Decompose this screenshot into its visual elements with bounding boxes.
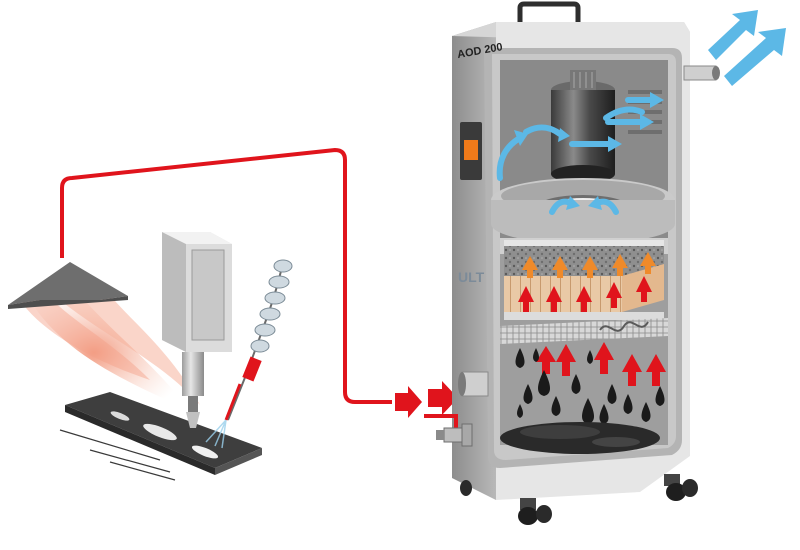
outlet-pipe bbox=[683, 65, 717, 81]
filter-stage-mesh bbox=[500, 318, 668, 344]
oil-droplets bbox=[515, 348, 665, 424]
oil-sump bbox=[500, 422, 660, 454]
discharge-arrows bbox=[708, 10, 786, 86]
contaminated-air-arrows bbox=[536, 342, 666, 386]
power-switch[interactable] bbox=[460, 122, 482, 180]
fan-motor bbox=[551, 70, 615, 183]
drain-valve[interactable] bbox=[436, 423, 473, 447]
heated-air-arrows bbox=[522, 252, 656, 278]
fan-housing bbox=[491, 178, 675, 244]
clean-air-arrowheads bbox=[514, 92, 664, 210]
inlet-port bbox=[458, 371, 489, 397]
extraction-hood bbox=[8, 262, 128, 305]
fume-plume bbox=[20, 295, 200, 410]
castor-wheels bbox=[460, 474, 698, 525]
extraction-duct-line bbox=[60, 148, 392, 404]
extraction-unit-cabinet: AOD 200 ULT bbox=[424, 1, 786, 525]
workpiece-plate bbox=[65, 392, 262, 475]
droplet-icon bbox=[515, 348, 525, 368]
guide-rails bbox=[59, 429, 176, 481]
machine-spindle bbox=[162, 232, 232, 428]
filtered-air-arrows bbox=[518, 276, 652, 312]
machining-station bbox=[8, 232, 293, 481]
coolant-nozzle bbox=[205, 259, 293, 449]
motor-icon bbox=[573, 72, 593, 88]
brand-label: ULT bbox=[458, 269, 485, 285]
carry-handle bbox=[517, 1, 581, 28]
